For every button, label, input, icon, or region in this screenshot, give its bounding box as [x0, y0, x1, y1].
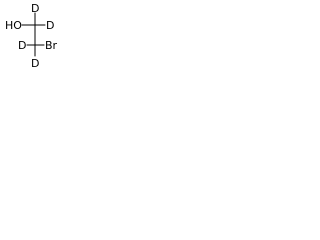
- bromine-label: Br: [45, 39, 58, 52]
- deuterium-label-top: D: [31, 2, 39, 15]
- deuterium-label-bottom: D: [31, 57, 39, 70]
- molecule-structure: HO D D Br D D: [5, 2, 58, 70]
- deuterium-label-left: D: [18, 39, 26, 52]
- atom-labels: HO D D Br D D: [5, 2, 58, 70]
- hydroxyl-label: HO: [5, 19, 22, 32]
- deuterium-label-right: D: [46, 19, 54, 32]
- bonds: [21, 12, 46, 57]
